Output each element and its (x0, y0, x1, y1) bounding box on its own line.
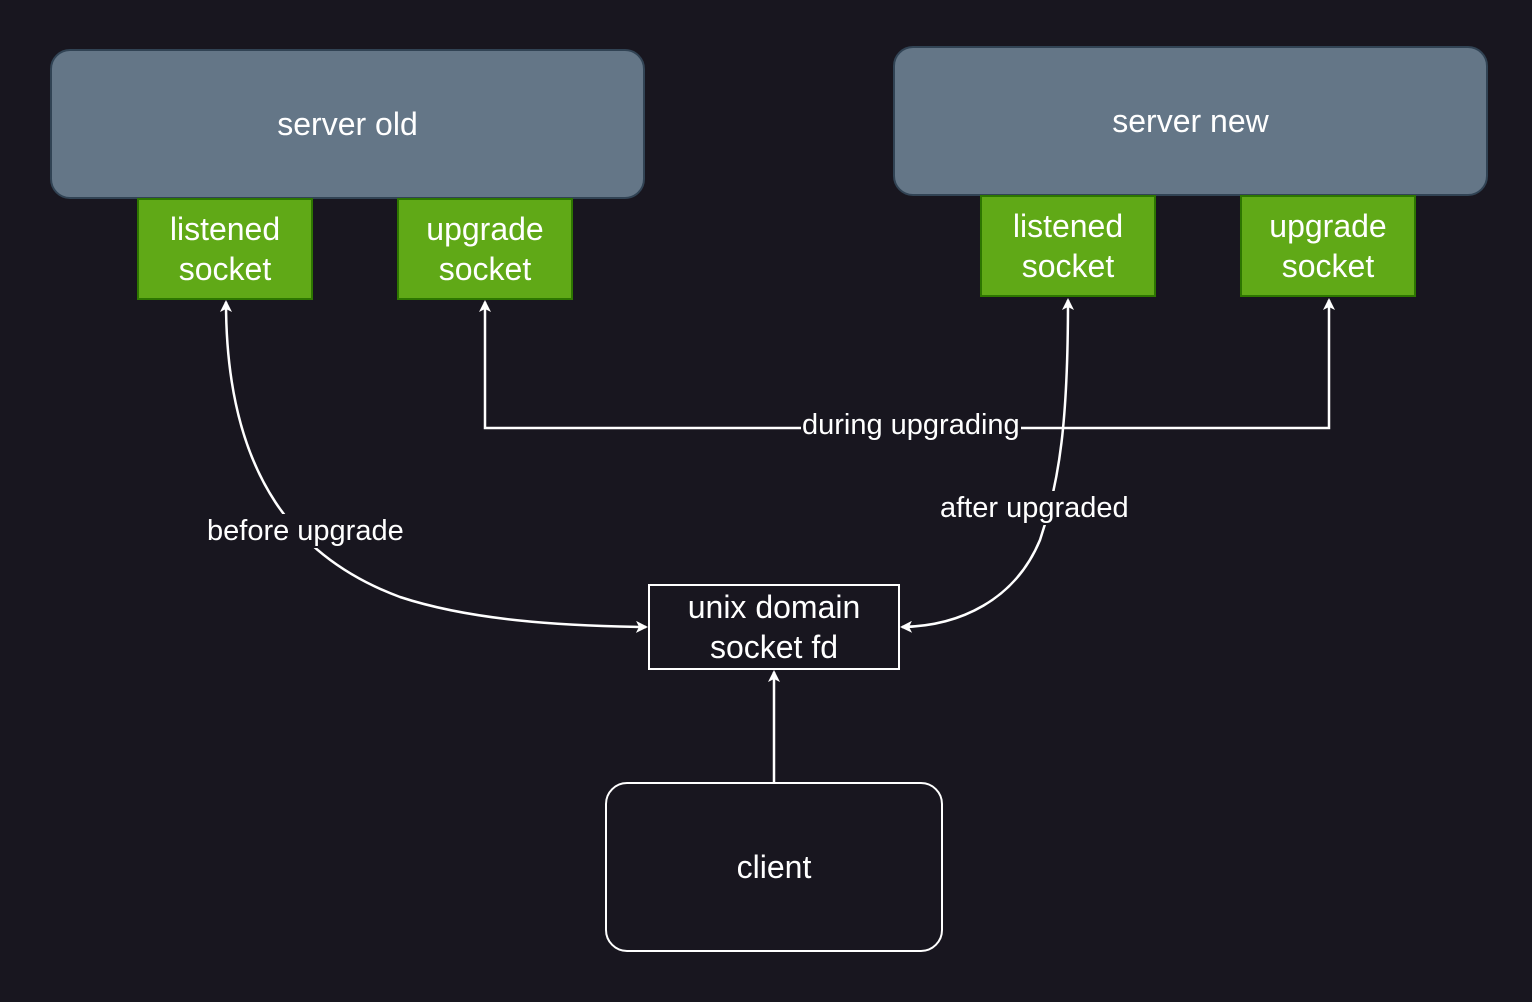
server-old-label: server old (277, 105, 418, 142)
client-box: client (605, 782, 943, 952)
client-label: client (736, 848, 812, 885)
unix-domain-socket-fd-label: unix domain socket fd (687, 589, 861, 665)
old-upgrade-socket-label: upgrade socket (426, 211, 544, 287)
during-upgrading-label: during upgrading (801, 408, 1021, 442)
server-new-label: server new (1112, 102, 1269, 139)
old-listened-socket: listened socket (137, 198, 313, 300)
new-upgrade-socket: upgrade socket (1240, 195, 1416, 297)
old-upgrade-socket: upgrade socket (397, 198, 573, 300)
old-listened-socket-label: listened socket (169, 211, 281, 287)
server-new-box: server new (893, 46, 1488, 196)
before-upgrade-label: before upgrade (206, 514, 405, 548)
after-upgraded-label: after upgraded (939, 491, 1130, 525)
new-upgrade-socket-label: upgrade socket (1269, 208, 1387, 284)
server-old-box: server old (50, 49, 645, 199)
unix-domain-socket-fd-box: unix domain socket fd (648, 584, 900, 670)
edge-before-upgrade (220, 300, 648, 633)
new-listened-socket: listened socket (980, 195, 1156, 297)
edge-after-upgraded (900, 298, 1074, 633)
new-listened-socket-label: listened socket (1012, 208, 1124, 284)
